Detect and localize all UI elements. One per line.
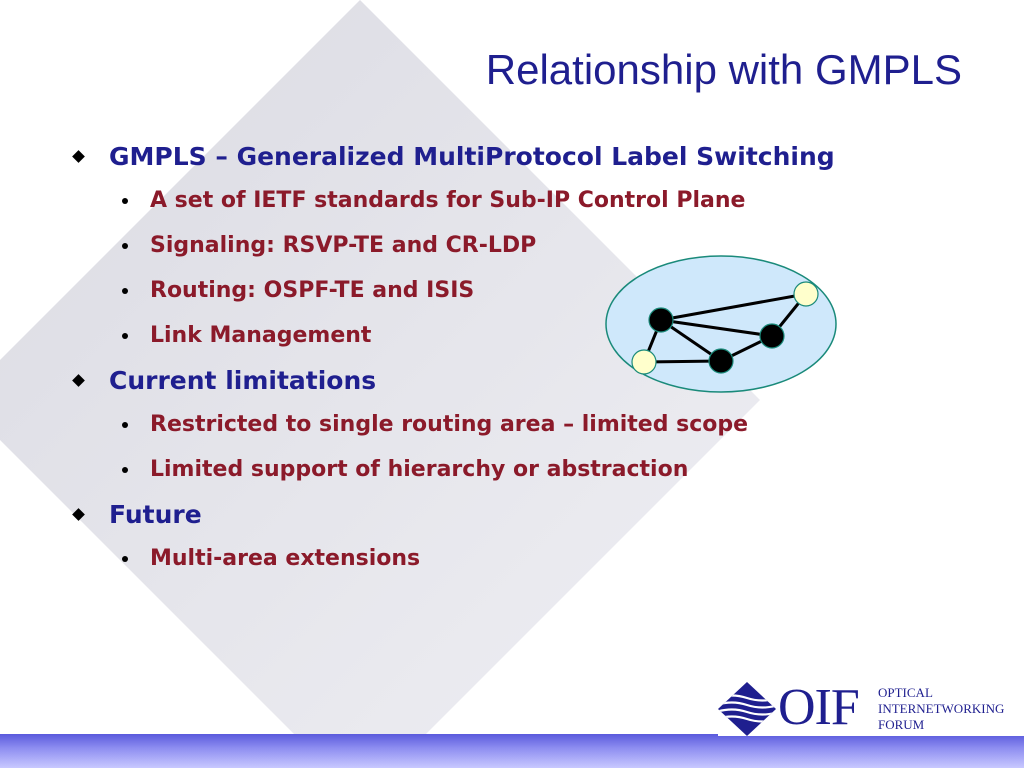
network-link [643, 359, 722, 364]
sub-bullet-text: Limited support of hierarchy or abstract… [150, 457, 689, 482]
slide-title: Relationship with GMPLS [485, 46, 962, 93]
bullet-text: Current limitations [109, 365, 377, 395]
logo-word: OPTICAL [878, 685, 933, 700]
dot-bullet-icon [122, 287, 128, 294]
bullet-gmpls: GMPLS – Generalized MultiProtocol Label … [72, 134, 972, 178]
network-node-light [631, 349, 657, 375]
network-node-dark [648, 307, 674, 333]
sub-bullet-text: Signaling: RSVP-TE and CR-LDP [150, 233, 537, 258]
dot-bullet-icon [122, 332, 128, 339]
dot-bullet-icon [122, 555, 128, 562]
network-link [660, 318, 773, 338]
sub-bullet: Routing: OSPF-TE and ISIS [72, 268, 972, 313]
oif-diamond-logo-icon [718, 682, 776, 736]
bullet-list: GMPLS – Generalized MultiProtocol Label … [72, 134, 972, 581]
bullet-future: Future [72, 492, 972, 536]
sub-bullet: A set of IETF standards for Sub-IP Contr… [72, 178, 972, 223]
bullet-text: Future [109, 499, 202, 529]
logo-word: FORUM [878, 717, 925, 732]
diamond-bullet-icon [72, 373, 85, 387]
sub-bullet-text: A set of IETF standards for Sub-IP Contr… [150, 188, 746, 213]
sub-bullet: Restricted to single routing area – limi… [72, 402, 972, 447]
sub-bullet-text: Link Management [150, 323, 372, 348]
sub-bullet-text: Restricted to single routing area – limi… [150, 412, 749, 437]
oif-logo: OIF OPTICAL INTERNETWORKING FORUM [718, 679, 1024, 736]
sub-bullet-text: Routing: OSPF-TE and ISIS [150, 278, 475, 303]
network-node-dark [708, 348, 734, 374]
network-node-light [793, 281, 819, 307]
sub-bullet: Limited support of hierarchy or abstract… [72, 447, 972, 492]
routing-area-ellipse [605, 255, 837, 393]
logo-word: INTERNETWORKING [878, 701, 1005, 716]
diamond-bullet-icon [72, 507, 85, 521]
logo-words: OPTICAL INTERNETWORKING FORUM [878, 685, 1004, 733]
sub-bullet: Signaling: RSVP-TE and CR-LDP [72, 223, 972, 268]
network-node-dark [759, 323, 785, 349]
dot-bullet-icon [122, 197, 128, 204]
logo-letters: OIF [778, 679, 860, 736]
sub-bullet: Multi-area extensions [72, 536, 972, 581]
network-diagram [605, 255, 837, 393]
bullet-text: GMPLS – Generalized MultiProtocol Label … [109, 141, 835, 171]
bullet-current-limitations: Current limitations [72, 358, 972, 402]
dot-bullet-icon [122, 466, 128, 473]
diamond-bullet-icon [72, 149, 85, 163]
footer-bar [0, 734, 1024, 768]
dot-bullet-icon [122, 242, 128, 249]
network-link [660, 292, 807, 322]
sub-bullet-text: Multi-area extensions [150, 546, 421, 571]
dot-bullet-icon [122, 421, 128, 428]
sub-bullet: Link Management [72, 313, 972, 358]
